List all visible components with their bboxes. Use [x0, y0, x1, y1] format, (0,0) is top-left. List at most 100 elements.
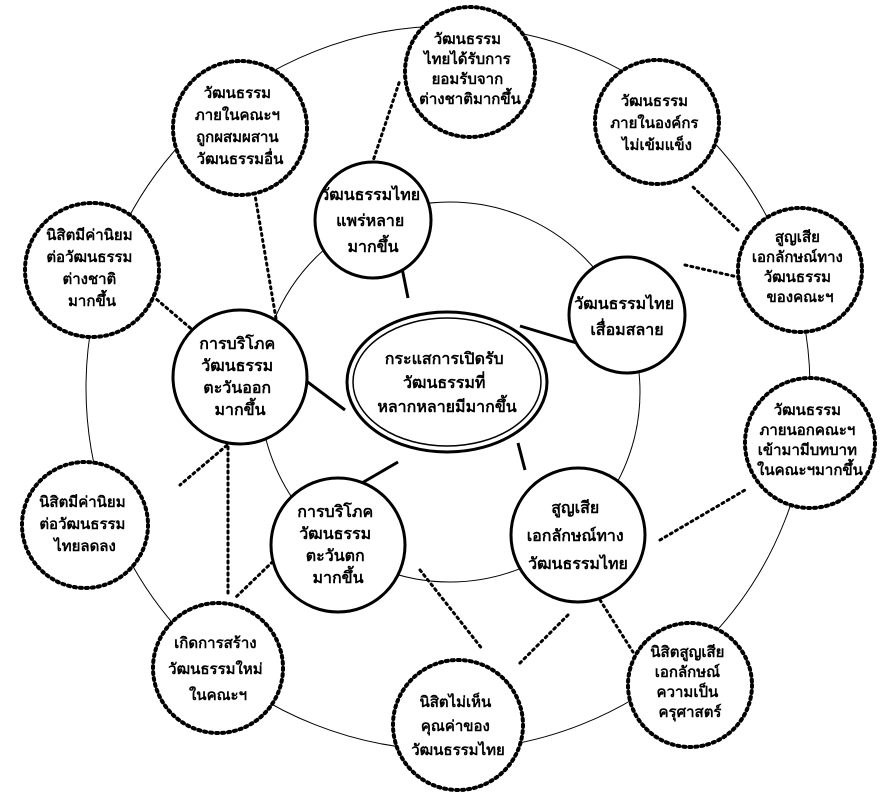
outer-node-line: วัฒนธรรม [774, 401, 841, 419]
outer-node-line: เข้ามามีบทบาท [758, 441, 857, 459]
dotted-eastern-to-mixed [253, 193, 282, 344]
outer-node-line: ต่างชาติมากขึ้น [419, 87, 521, 108]
center-outer-ellipse [345, 310, 549, 454]
inner-node-line: มากขึ้น [347, 234, 398, 256]
outer-node-line: ของคณะฯ [766, 288, 833, 306]
svg-text:สูญเสีย เอกลักษณ์ทาง: สูญเสีย เอกลักษณ์ทาง วัฒนธรรม ของคณะฯ [752, 228, 848, 306]
svg-text:วัฒนธรรมไทย แพร่หลาย: วัฒนธรรมไทย แพร่หลาย มากขึ้น [320, 185, 425, 256]
svg-text:วัฒนธรรม ไทยได้รับการ: วัฒนธรรม ไทยได้รับการ ยอมรับจาก ต่างชาติ… [419, 30, 521, 108]
outer-node-line: ครุศาสตร์ [659, 703, 723, 722]
inner-node-line: ตะวันตก [306, 546, 365, 565]
outer-nodes: วัฒนธรรม ไทยได้รับการ ยอมรับจาก ต่างชาติ… [20, 5, 877, 792]
outer-node-line: ภายในคณะฯ [195, 106, 280, 124]
inner-node-line: วัฒนธรรมไทย [574, 294, 674, 313]
svg-text:นิสิตสูญเสีย เอกลักษณ์: นิสิตสูญเสีย เอกลักษณ์ ความเป็น ครุศาสตร… [650, 643, 729, 722]
outer-node-thai-accepted-abroad: วัฒนธรรม ไทยได้รับการ ยอมรับจาก ต่างชาติ… [403, 5, 537, 139]
outer-node-faculty-mixed: วัฒนธรรม ภายในคณะฯ ถูกผสมผสาน วัฒนธรรมอื… [171, 59, 309, 197]
outer-node-circle [626, 621, 754, 749]
center-line: หลากหลายมีมากขึ้น [377, 394, 516, 416]
outer-node-circle [171, 59, 309, 197]
svg-text:นิสิตมีค่านิยม ต่อวัฒน: นิสิตมีค่านิยม ต่อวัฒนธรรม ไทยลดลง [39, 493, 131, 555]
dotted-lose-thai-to-no-value [516, 613, 570, 667]
svg-text:เกิดการสร้าง วัฒนธรรมใ: เกิดการสร้าง วัฒนธรรมใหม่ ในคณะฯ [168, 634, 268, 704]
svg-text:การบริโภค วัฒนธรรม: การบริโภค วัฒนธรรม ตะวันตก มากขึ้น [297, 501, 378, 587]
center-line: วัฒนธรรมที่ [403, 371, 485, 392]
outer-node-line: นิสิตไม่เห็น [419, 692, 492, 711]
connector-center-lose-thai-identity [516, 442, 527, 471]
inner-node-line: ตะวันออก [203, 378, 271, 397]
inner-node-western-consumption: การบริโภค วัฒนธรรม ตะวันตก มากขึ้น [269, 476, 407, 614]
inner-node-thai-decline: วัฒนธรรมไทย เสื่อมสลาย [567, 255, 687, 375]
outer-node-circle [20, 460, 150, 590]
inner-nodes: วัฒนธรรมไทย แพร่หลาย มากขึ้น วัฒนธรรมไทย… [171, 160, 687, 614]
outer-node-line: ในคณะฯ [189, 686, 247, 704]
dotted-western-to-no-value [418, 568, 485, 652]
inner-node-line: แพร่หลาย [336, 211, 404, 230]
outer-node-line: ต่อวัฒนธรรม [39, 515, 125, 533]
svg-text:วัฒนธรรมไทย เสื่อมสลาย: วัฒนธรรมไทย เสื่อมสลาย [574, 294, 679, 339]
outer-node-circle [23, 201, 161, 339]
inner-node-circle [509, 466, 647, 604]
inner-node-eastern-consumption: การบริโภค วัฒนธรรม ตะวันออก มากขึ้น [171, 308, 309, 446]
outer-node-line: มากขึ้น [68, 289, 117, 310]
center-line: กระแสการเปิดรับ [385, 349, 504, 368]
inner-node-line: การบริโภค [297, 501, 373, 521]
svg-text:การบริโภค วัฒนธรรม: การบริโภค วัฒนธรรม ตะวันออก มากขึ้น [199, 333, 280, 419]
inner-node-line: มากขึ้น [312, 565, 363, 587]
inner-node-circle [567, 255, 687, 375]
outer-node-line: วัฒนธรรมใหม่ [168, 660, 262, 678]
dotted-lose-thai-to-external [658, 488, 747, 542]
outer-node-line: ต่อวัฒนธรรม [46, 248, 132, 266]
outer-node-line: นิสิตมีค่านิยม [39, 493, 125, 511]
inner-node-line: เอกลักษณ์ทาง [527, 526, 624, 545]
outer-node-circle [736, 206, 864, 334]
outer-node-circle [391, 658, 525, 792]
inner-node-thai-spread: วัฒนธรรมไทย แพร่หลาย มากขึ้น [313, 160, 433, 280]
outer-node-org-culture-weak: วัฒนธรรม ภายในองค์กร ไม่เข้มแข็ง [593, 58, 721, 186]
outer-node-circle [403, 5, 537, 139]
svg-text:สูญเสีย เอกลักษณ์ทาง: สูญเสีย เอกลักษณ์ทาง วัฒนธรรมไทย [527, 498, 630, 573]
outer-node-line: วัฒนธรรมอื่น [197, 148, 284, 168]
center-inner-ellipse [352, 317, 542, 447]
outer-node-less-thai-value: นิสิตมีค่านิยม ต่อวัฒนธรรม ไทยลดลง [20, 460, 150, 590]
outer-node-line: ยอมรับจาก [432, 70, 504, 88]
inner-node-line: สูญเสีย [551, 498, 599, 519]
svg-text:วัฒนธรรม ภายในองค์กร: วัฒนธรรม ภายในองค์กร ไม่เข้มแข็ง [610, 92, 703, 154]
svg-text:วัฒนธรรม ภายในคณะฯ: วัฒนธรรม ภายในคณะฯ ถูกผสมผสาน วัฒนธรรมอื… [195, 84, 285, 168]
inner-node-circle [269, 476, 407, 614]
outer-node-new-culture: เกิดการสร้าง วัฒนธรรมใหม่ ในคณะฯ [151, 601, 285, 735]
outer-node-teacher-identity-lost: นิสิตสูญเสีย เอกลักษณ์ ความเป็น ครุศาสตร… [626, 621, 754, 749]
svg-text:กระแสการเปิดรับ วัฒนธรรม: กระแสการเปิดรับ วัฒนธรรมที่ หลากหลายมีมา… [377, 349, 516, 416]
outer-node-line: นิสิตมีค่านิยม [46, 226, 132, 244]
inner-node-line: เสื่อมสลาย [590, 318, 663, 339]
outer-node-line: ไทยลดลง [52, 536, 116, 555]
inner-node-circle [171, 308, 309, 446]
outer-node-line: เอกลักษณ์ทาง [752, 248, 843, 266]
outer-node-line: เกิดการสร้าง [174, 634, 256, 652]
outer-node-line: วัฒนธรรม [621, 92, 688, 110]
outer-node-line: วัฒนธรรม [764, 268, 831, 286]
inner-node-line: วัฒนธรรมไทย [320, 185, 420, 204]
outer-node-circle [593, 58, 721, 186]
dotted-lose-thai-to-teacher [598, 598, 635, 654]
connector-center-thai-decline [519, 324, 581, 346]
center-node: กระแสการเปิดรับ วัฒนธรรมที่ หลากหลายมีมา… [345, 310, 549, 454]
outer-node-line: ถูกผสมผสาน [196, 128, 279, 147]
outer-node-line: ภายในองค์กร [610, 114, 699, 132]
outer-node-line: ต่างชาติ [62, 270, 116, 288]
outer-node-line: ในคณะฯมากขึ้น [757, 458, 864, 479]
outer-node-line: วัฒนธรรมไทย [411, 740, 505, 759]
outer-node-line: วัฒนธรรม [204, 84, 271, 102]
inner-node-line: วัฒนธรรม [299, 524, 371, 543]
svg-text:วัฒนธรรม ภายนอกคณะฯ: วัฒนธรรม ภายนอกคณะฯ เข้ามามีบทบาท ในคณะฯ… [757, 401, 864, 479]
inner-node-line: การบริโภค [199, 333, 275, 353]
outer-node-line: คุณค่าของ [421, 717, 490, 736]
dotted-org-weak-to-faculty-identity [691, 185, 740, 232]
inner-node-line: วัฒนธรรมไทย [528, 554, 628, 573]
outer-node-no-thai-value: นิสิตไม่เห็น คุณค่าของ วัฒนธรรมไทย [391, 658, 525, 792]
outer-node-line: ไทยได้รับการ [422, 49, 512, 68]
inner-node-circle [313, 160, 433, 280]
inner-node-line: วัฒนธรรม [201, 356, 273, 375]
dotted-eastern-to-foreign [153, 296, 197, 334]
